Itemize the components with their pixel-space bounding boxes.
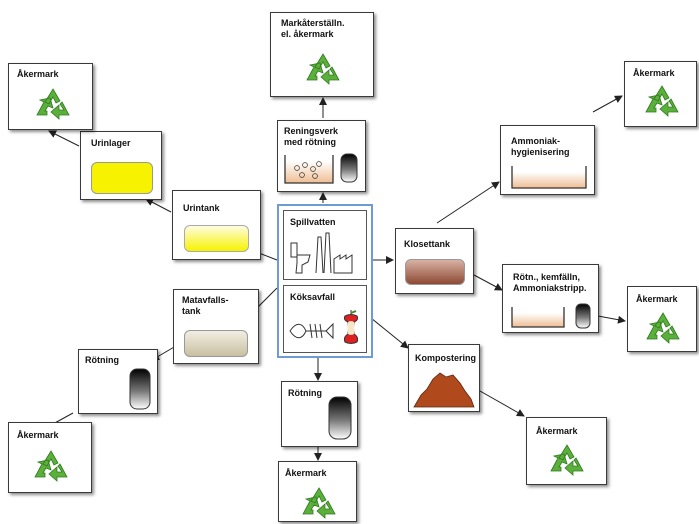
urinlager-box: Urinlager: [80, 131, 162, 200]
fishbone-icon: [289, 322, 334, 340]
sludge-tray-icon: [511, 166, 587, 189]
factory-icon: [315, 232, 353, 274]
akermark-bottom-left-label: Åkermark: [17, 430, 59, 440]
akermark-bottom-center: Åkermark: [278, 461, 357, 522]
recycle-icon: [34, 450, 68, 482]
reningsverk-box: Reningsverk med rötning: [277, 120, 366, 192]
rotning-bottom-label: Rötning: [288, 388, 322, 398]
sludge-tray-icon: [511, 307, 565, 328]
recycle-icon: [36, 88, 70, 120]
akermark-top-right-label: Åkermark: [633, 68, 675, 78]
matavfallstank-box: Matavfalls- tank: [173, 289, 259, 364]
akermark-bottom-center-label: Åkermark: [285, 468, 327, 478]
recycle-icon: [645, 85, 679, 117]
black-water-tank: [405, 259, 465, 285]
ammoniak-hygienisering-label: Ammoniak- hygienisering: [511, 136, 570, 157]
cylinder-tank-icon: [129, 368, 151, 410]
klosettank-box: Klosettank: [395, 228, 474, 294]
akermark-top-right: Åkermark: [624, 61, 697, 127]
akermark-mid-right-label: Åkermark: [636, 294, 678, 304]
koksavfall-label: Köksavfall: [290, 292, 336, 302]
cylinder-tank-icon: [340, 153, 358, 183]
recycle-icon: [646, 312, 680, 344]
apple-core-icon: [343, 310, 359, 344]
akermark-bottom-right: Åkermark: [526, 417, 607, 485]
rotning-left-box: Rötning: [78, 349, 158, 414]
bubbles-icon: [284, 155, 334, 184]
akermark-top-left: Åkermark: [8, 63, 93, 130]
markaterstallning-box: Markåterställn. el. åkermark: [270, 12, 374, 97]
toilet-icon: [290, 242, 311, 274]
spillvatten-card: Spillvatten: [283, 210, 367, 280]
recycle-icon: [550, 444, 584, 476]
spillvatten-label: Spillvatten: [290, 217, 336, 227]
rotn-kemfalln-box: Rötn., kemfälln, Ammoniakstripp.: [502, 264, 599, 333]
rotn-kemfalln-label: Rötn., kemfälln, Ammoniakstripp.: [513, 272, 587, 293]
reningsverk-label: Reningsverk med rötning: [284, 126, 339, 147]
urinlager-label: Urinlager: [91, 138, 131, 148]
recycle-icon: [306, 53, 340, 85]
kompostering-box: Kompostering: [408, 344, 480, 412]
akermark-top-left-label: Åkermark: [17, 69, 59, 79]
urintank-label: Urintank: [183, 203, 220, 213]
rotning-bottom-box: Rötning: [281, 381, 358, 447]
food-waste-tank: [184, 330, 248, 357]
source-frame: Spillvatten Köksavfall: [277, 204, 373, 358]
akermark-bottom-left: Åkermark: [8, 422, 92, 493]
klosettank-label: Klosettank: [404, 239, 451, 249]
cylinder-tank-icon: [328, 396, 352, 440]
rotning-left-label: Rötning: [85, 355, 119, 365]
urine-tank: [184, 225, 249, 252]
markaterstallning-label: Markåterställn. el. åkermark: [281, 18, 345, 39]
compost-pile-icon: [413, 372, 475, 408]
urine-storage-tank: [91, 162, 153, 194]
ammoniak-hygienisering-box: Ammoniak- hygienisering: [500, 125, 595, 195]
koksavfall-card: Köksavfall: [283, 285, 367, 353]
urintank-box: Urintank: [172, 190, 261, 260]
akermark-bottom-right-label: Åkermark: [536, 426, 578, 436]
recycle-icon: [302, 487, 336, 519]
cylinder-tank-icon: [575, 303, 591, 329]
kompostering-label: Kompostering: [415, 353, 477, 363]
akermark-mid-right: Åkermark: [627, 286, 697, 352]
matavfallstank-label: Matavfalls- tank: [182, 295, 229, 316]
